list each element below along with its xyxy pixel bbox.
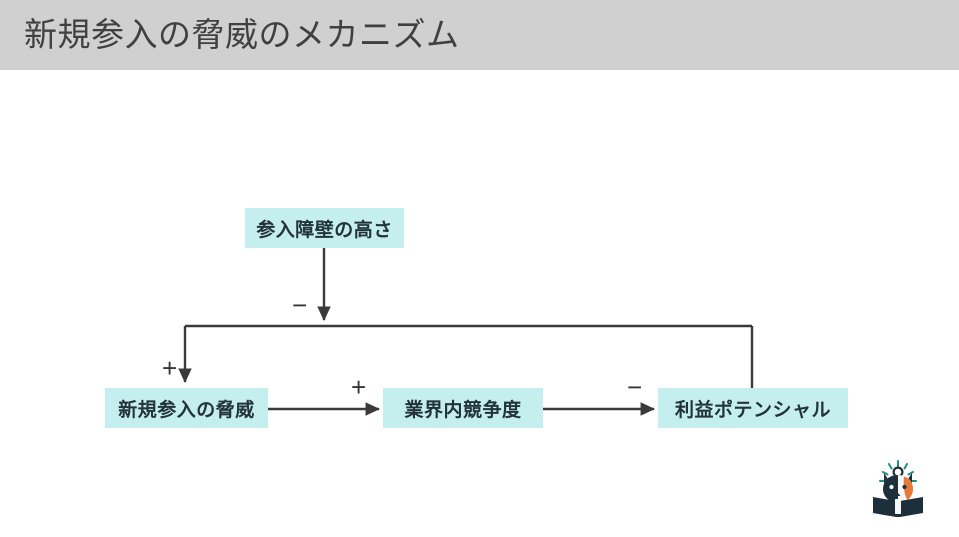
node-threat-of-new-entrants[interactable]: 新規参入の脅威	[105, 388, 268, 428]
logo-rays-icon	[879, 460, 917, 482]
edge-sign-barrier-rivalry: −	[292, 290, 308, 320]
node-profit-potential[interactable]: 利益ポテンシャル	[658, 388, 848, 428]
page-title: 新規参入の脅威のメカニズム	[24, 16, 460, 53]
logo-cat-head-icon	[883, 473, 913, 503]
edge-sign-threat-rivalry: +	[351, 372, 367, 402]
cat-book-logo	[873, 460, 923, 517]
slide-header-bar	[0, 0, 959, 70]
edge-sign-rivalry-profit: −	[627, 372, 643, 402]
logo-book-icon	[873, 497, 923, 517]
node-entry-barrier[interactable]: 参入障壁の高さ	[245, 208, 404, 248]
node-industry-rivalry[interactable]: 業界内競争度	[383, 388, 543, 428]
edge-sign-barrier-threat: +	[162, 353, 178, 383]
